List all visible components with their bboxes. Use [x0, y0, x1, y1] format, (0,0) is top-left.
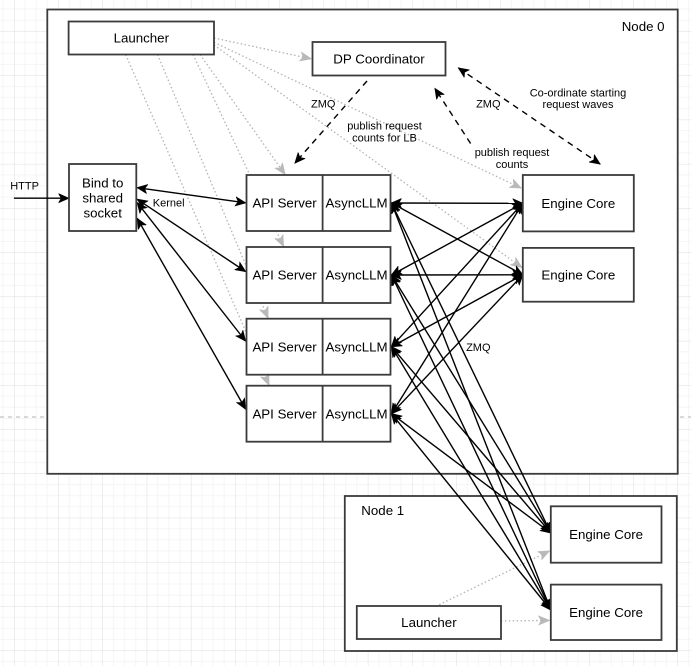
svg-text:Bind to: Bind to — [82, 176, 123, 191]
svg-text:Engine Core: Engine Core — [569, 527, 643, 542]
svg-text:API Server: API Server — [252, 406, 317, 421]
svg-text:publish request: publish request — [475, 147, 550, 159]
svg-text:AsyncLLM: AsyncLLM — [326, 196, 388, 211]
svg-text:API Server: API Server — [252, 196, 317, 211]
svg-text:API Server: API Server — [252, 268, 317, 283]
svg-text:publish request: publish request — [347, 121, 422, 133]
svg-text:Engine Core: Engine Core — [569, 605, 643, 620]
svg-text:counts: counts — [496, 159, 529, 171]
svg-text:AsyncLLM: AsyncLLM — [326, 406, 388, 421]
svg-text:ZMQ: ZMQ — [466, 342, 491, 354]
svg-text:AsyncLLM: AsyncLLM — [326, 268, 388, 283]
svg-text:ZMQ: ZMQ — [311, 99, 336, 111]
svg-text:API Server: API Server — [252, 339, 317, 354]
svg-text:Engine Core: Engine Core — [541, 267, 615, 282]
svg-text:counts for LB: counts for LB — [352, 133, 417, 145]
svg-text:socket: socket — [83, 206, 122, 221]
svg-text:HTTP: HTTP — [10, 181, 39, 193]
svg-text:Node 0: Node 0 — [622, 19, 665, 34]
svg-text:Node 1: Node 1 — [361, 503, 404, 518]
svg-text:request waves: request waves — [543, 99, 614, 111]
svg-text:Engine Core: Engine Core — [541, 196, 615, 211]
svg-text:AsyncLLM: AsyncLLM — [326, 339, 388, 354]
svg-text:DP Coordinator: DP Coordinator — [333, 51, 425, 66]
svg-text:Kernel: Kernel — [153, 198, 185, 210]
svg-text:Launcher: Launcher — [401, 615, 457, 630]
svg-text:ZMQ: ZMQ — [476, 99, 501, 111]
svg-text:Launcher: Launcher — [114, 31, 170, 46]
svg-text:Co-ordinate starting: Co-ordinate starting — [530, 87, 627, 99]
svg-text:shared: shared — [82, 191, 123, 206]
